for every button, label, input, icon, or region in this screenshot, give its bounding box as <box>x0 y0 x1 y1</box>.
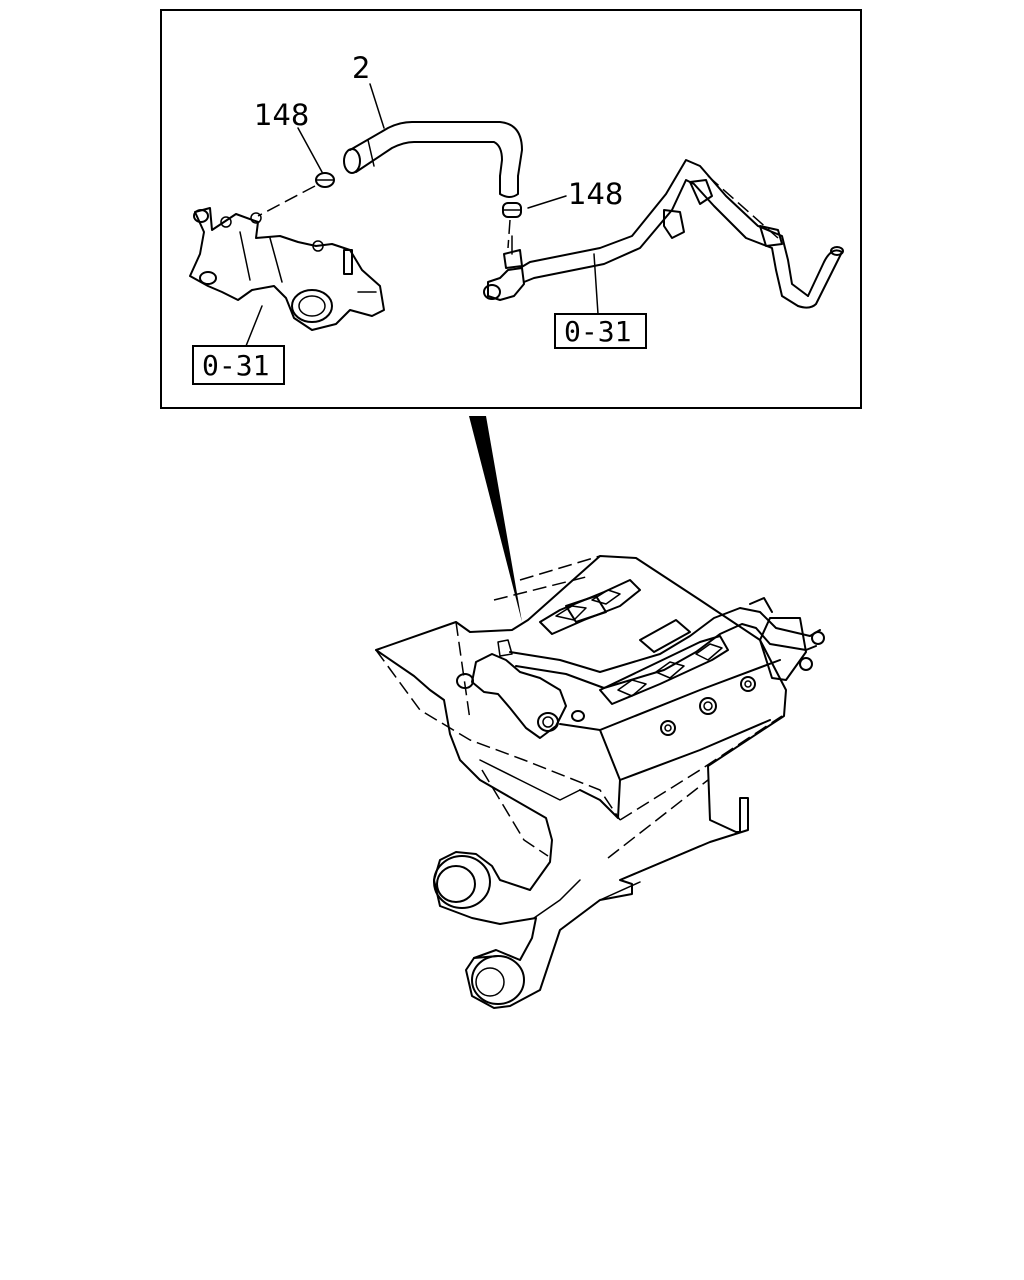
detail-frame <box>160 9 862 409</box>
engine-assembly <box>375 555 825 1009</box>
callout-part-2: 2 <box>352 51 370 85</box>
callout-part-148-left: 148 <box>254 98 309 132</box>
reference-label-right: 0-31 <box>564 315 631 348</box>
assembly-guide-pipe <box>707 175 779 239</box>
assembly-guide-left <box>257 185 316 217</box>
clamp-part-148-left[interactable] <box>315 172 335 188</box>
thermostat-housing[interactable] <box>189 207 385 331</box>
callout-part-148-right: 148 <box>568 177 623 211</box>
reference-box-left[interactable]: 0-31 <box>192 345 285 385</box>
hose-part-2[interactable] <box>343 121 523 198</box>
clamp-part-148-right[interactable] <box>502 202 522 218</box>
reference-label-left: 0-31 <box>202 349 269 382</box>
heater-pipe-assembly[interactable] <box>483 159 844 309</box>
reference-box-right[interactable]: 0-31 <box>554 313 647 349</box>
leader-lines <box>245 83 599 347</box>
assembly-guide-right <box>507 219 511 249</box>
detail-pointer <box>469 416 522 622</box>
